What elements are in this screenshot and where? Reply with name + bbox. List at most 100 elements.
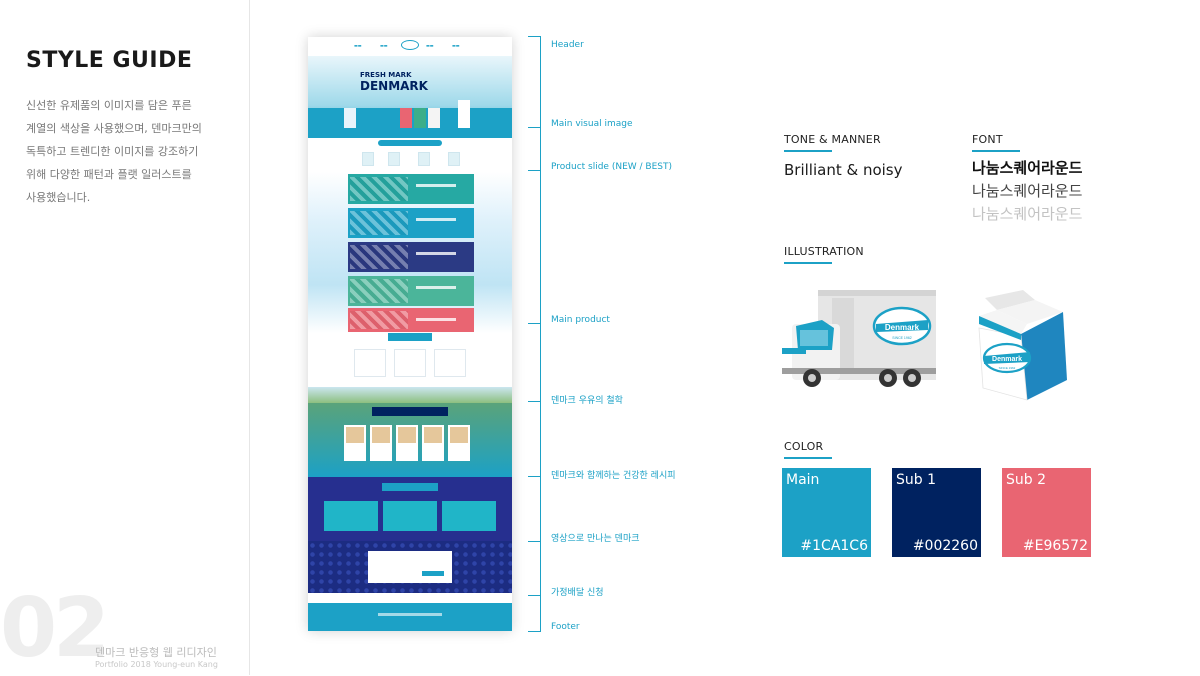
delivery-truck-illustration: Denmark SINCE 1962 [782, 290, 936, 387]
mockup-card [394, 349, 426, 377]
mockup-delivery [308, 541, 512, 593]
color-swatch-main: Main #1CA1C6 [782, 468, 871, 557]
annotation-footer: Footer [551, 622, 580, 632]
mockup-recipe-card [396, 425, 418, 461]
swatch-name: Main [786, 472, 820, 488]
website-mockup: ▬▬ ▬▬ ▬▬ ▬▬ FRESH MARK DENMARK [308, 37, 512, 631]
font-sample-bold: 나눔스퀘어라운드 [972, 159, 1083, 177]
page-title: STYLE GUIDE [26, 48, 193, 73]
truck-brand-sub: SINCE 1962 [892, 336, 912, 340]
annotation-video: 영상으로 만나는 덴마크 [551, 534, 640, 544]
swatch-name: Sub 1 [896, 472, 937, 488]
mockup-field [308, 387, 512, 403]
mockup-section-title [388, 333, 432, 341]
font-sample-regular: 나눔스퀘어라운드 [972, 182, 1083, 200]
mockup-footer [308, 593, 512, 631]
mockup-slide-banner [378, 140, 442, 146]
mockup-video [308, 477, 512, 541]
mockup-logo [401, 40, 419, 50]
mockup-product-thumb [448, 152, 460, 166]
mockup-header: ▬▬ ▬▬ ▬▬ ▬▬ [308, 37, 512, 56]
font-underline [972, 150, 1020, 152]
annotation-tick [528, 36, 541, 37]
milk-carton-icon [428, 108, 440, 128]
mockup-section-title [372, 407, 448, 416]
swatch-hex: #002260 [912, 538, 978, 554]
mockup-section-title [382, 483, 438, 491]
annotation-main-visual: Main visual image [551, 119, 633, 129]
mockup-nav-item: ▬▬ [452, 43, 460, 48]
mockup-video-thumb [442, 501, 496, 531]
building-icon [458, 100, 470, 128]
annotation-tick [528, 541, 541, 542]
project-title: 덴마크 반응형 웹 리디자인 [95, 646, 217, 659]
swatch-hex: #1CA1C6 [800, 538, 868, 554]
mockup-footer-logos [308, 593, 512, 603]
mockup-visual-headline: FRESH MARK DENMARK [360, 71, 428, 93]
milk-carton-illustration: Denmark SINCE 1962 [978, 290, 1067, 401]
mockup-philosophy [308, 333, 512, 403]
mockup-recipe-card [344, 425, 366, 461]
annotation-tick [528, 631, 541, 632]
style-description: 신선한 유제품의 이미지를 담은 푸른 계열의 색상을 사용했으며, 덴마크만의… [26, 99, 202, 204]
annotation-tick [528, 170, 541, 171]
mockup-product-band [348, 276, 474, 306]
mockup-product-thumb [418, 152, 430, 166]
milk-carton-icon [400, 108, 412, 128]
annotation-tick [528, 323, 541, 324]
annotation-rail [540, 36, 541, 632]
mockup-recipe-card [422, 425, 444, 461]
mockup-product-band [348, 308, 474, 332]
mockup-recipe [308, 403, 512, 477]
mockup-product-thumb [388, 152, 400, 166]
carton-brand-sub: SINCE 1962 [999, 366, 1016, 370]
illustration-underline [784, 262, 832, 264]
tone-heading: TONE & MANNER [784, 133, 881, 146]
mockup-nav-item: ▬▬ [354, 43, 362, 48]
annotation-tick [528, 476, 541, 477]
annotation-product-slide: Product slide (NEW / BEST) [551, 162, 672, 172]
annotation-recipe: 덴마크와 함께하는 건강한 레시피 [551, 471, 676, 481]
mockup-nav-item: ▬▬ [426, 43, 434, 48]
mockup-video-thumb [324, 501, 378, 531]
font-sample-light: 나눔스퀘어라운드 [972, 205, 1083, 223]
mockup-product-band [348, 174, 474, 204]
mockup-recipe-card [448, 425, 470, 461]
milk-carton-icon [414, 108, 426, 128]
mockup-nav-item: ▬▬ [380, 43, 388, 48]
project-credit: Portfolio 2018 Young-eun Kang [95, 660, 218, 669]
page-number: 02 [0, 581, 110, 676]
mockup-product-slide [308, 138, 512, 172]
color-underline [784, 457, 832, 459]
mockup-product-band [348, 242, 474, 272]
color-swatch-sub2: Sub 2 #E96572 [1002, 468, 1091, 557]
mockup-main-product [308, 172, 512, 333]
mockup-product-band [348, 208, 474, 238]
tone-value: Brilliant & noisy [784, 161, 903, 179]
mockup-delivery-panel [368, 551, 452, 583]
tone-underline [784, 150, 832, 152]
annotation-tick [528, 595, 541, 596]
mockup-card [434, 349, 466, 377]
color-heading: COLOR [784, 440, 824, 453]
font-heading: FONT [972, 133, 1003, 146]
annotation-delivery: 가정배달 신청 [551, 588, 604, 598]
annotation-main-product: Main product [551, 315, 610, 325]
mockup-card [354, 349, 386, 377]
truck-brand-text: Denmark [885, 323, 920, 332]
carton-brand-text: Denmark [992, 356, 1022, 363]
vertical-divider [249, 0, 250, 675]
illustration-heading: ILLUSTRATION [784, 245, 864, 258]
mockup-delivery-button [422, 571, 444, 576]
annotation-philosophy: 덴마크 우유의 철학 [551, 396, 623, 406]
swatch-hex: #E96572 [1022, 538, 1088, 554]
annotation-header: Header [551, 40, 584, 50]
mockup-main-visual: FRESH MARK DENMARK [308, 56, 512, 138]
mockup-recipe-card [370, 425, 392, 461]
color-swatch-sub1: Sub 1 #002260 [892, 468, 981, 557]
annotation-tick [528, 127, 541, 128]
milk-carton-icon [344, 108, 356, 128]
mockup-video-thumb [383, 501, 437, 531]
annotation-tick [528, 401, 541, 402]
swatch-name: Sub 2 [1006, 472, 1047, 488]
